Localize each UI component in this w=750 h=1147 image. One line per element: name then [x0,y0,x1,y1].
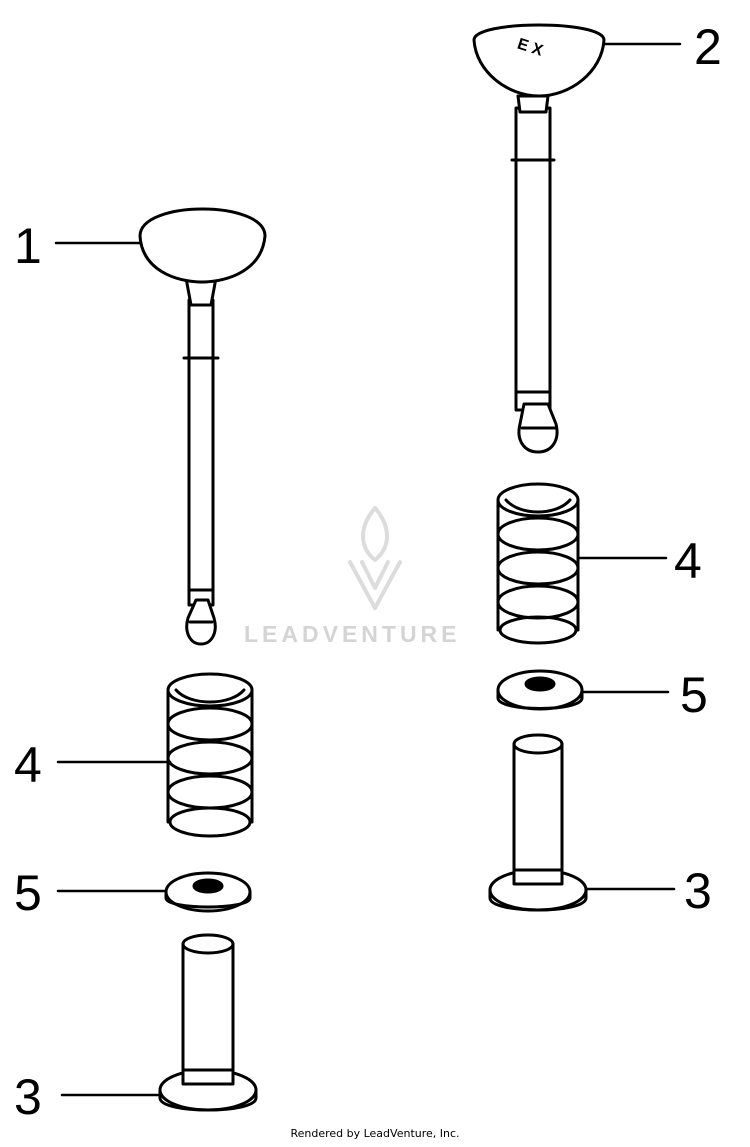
callout-4-spring-left: 4 [14,737,42,793]
callout-4-spring-right: 4 [674,533,702,589]
spring-retainer-left [164,871,252,913]
footer-credit: Rendered by LeadVenture, Inc. [290,1127,460,1140]
valve-spring-left [166,672,254,838]
intake-valve [138,207,267,646]
valve-spring-right [496,482,580,645]
callout-5-retainer-left: 5 [14,865,42,921]
callout-5-retainer-right: 5 [680,667,708,723]
callout-3-lifter-left: 3 [14,1069,42,1125]
valve-lifter-right [488,733,588,912]
callout-2-exhaust-valve: 2 [694,19,722,75]
valve-lifter-left [158,933,258,1112]
leader-lines [54,42,682,1097]
callout-1-intake-valve: 1 [14,218,42,274]
watermark-text: LEADVENTURE [244,621,461,647]
spring-retainer-right [496,669,584,711]
leadventure-watermark-logo [348,506,402,610]
callout-3-lifter-right: 3 [684,863,712,919]
exhaust-valve: E X [472,23,606,454]
